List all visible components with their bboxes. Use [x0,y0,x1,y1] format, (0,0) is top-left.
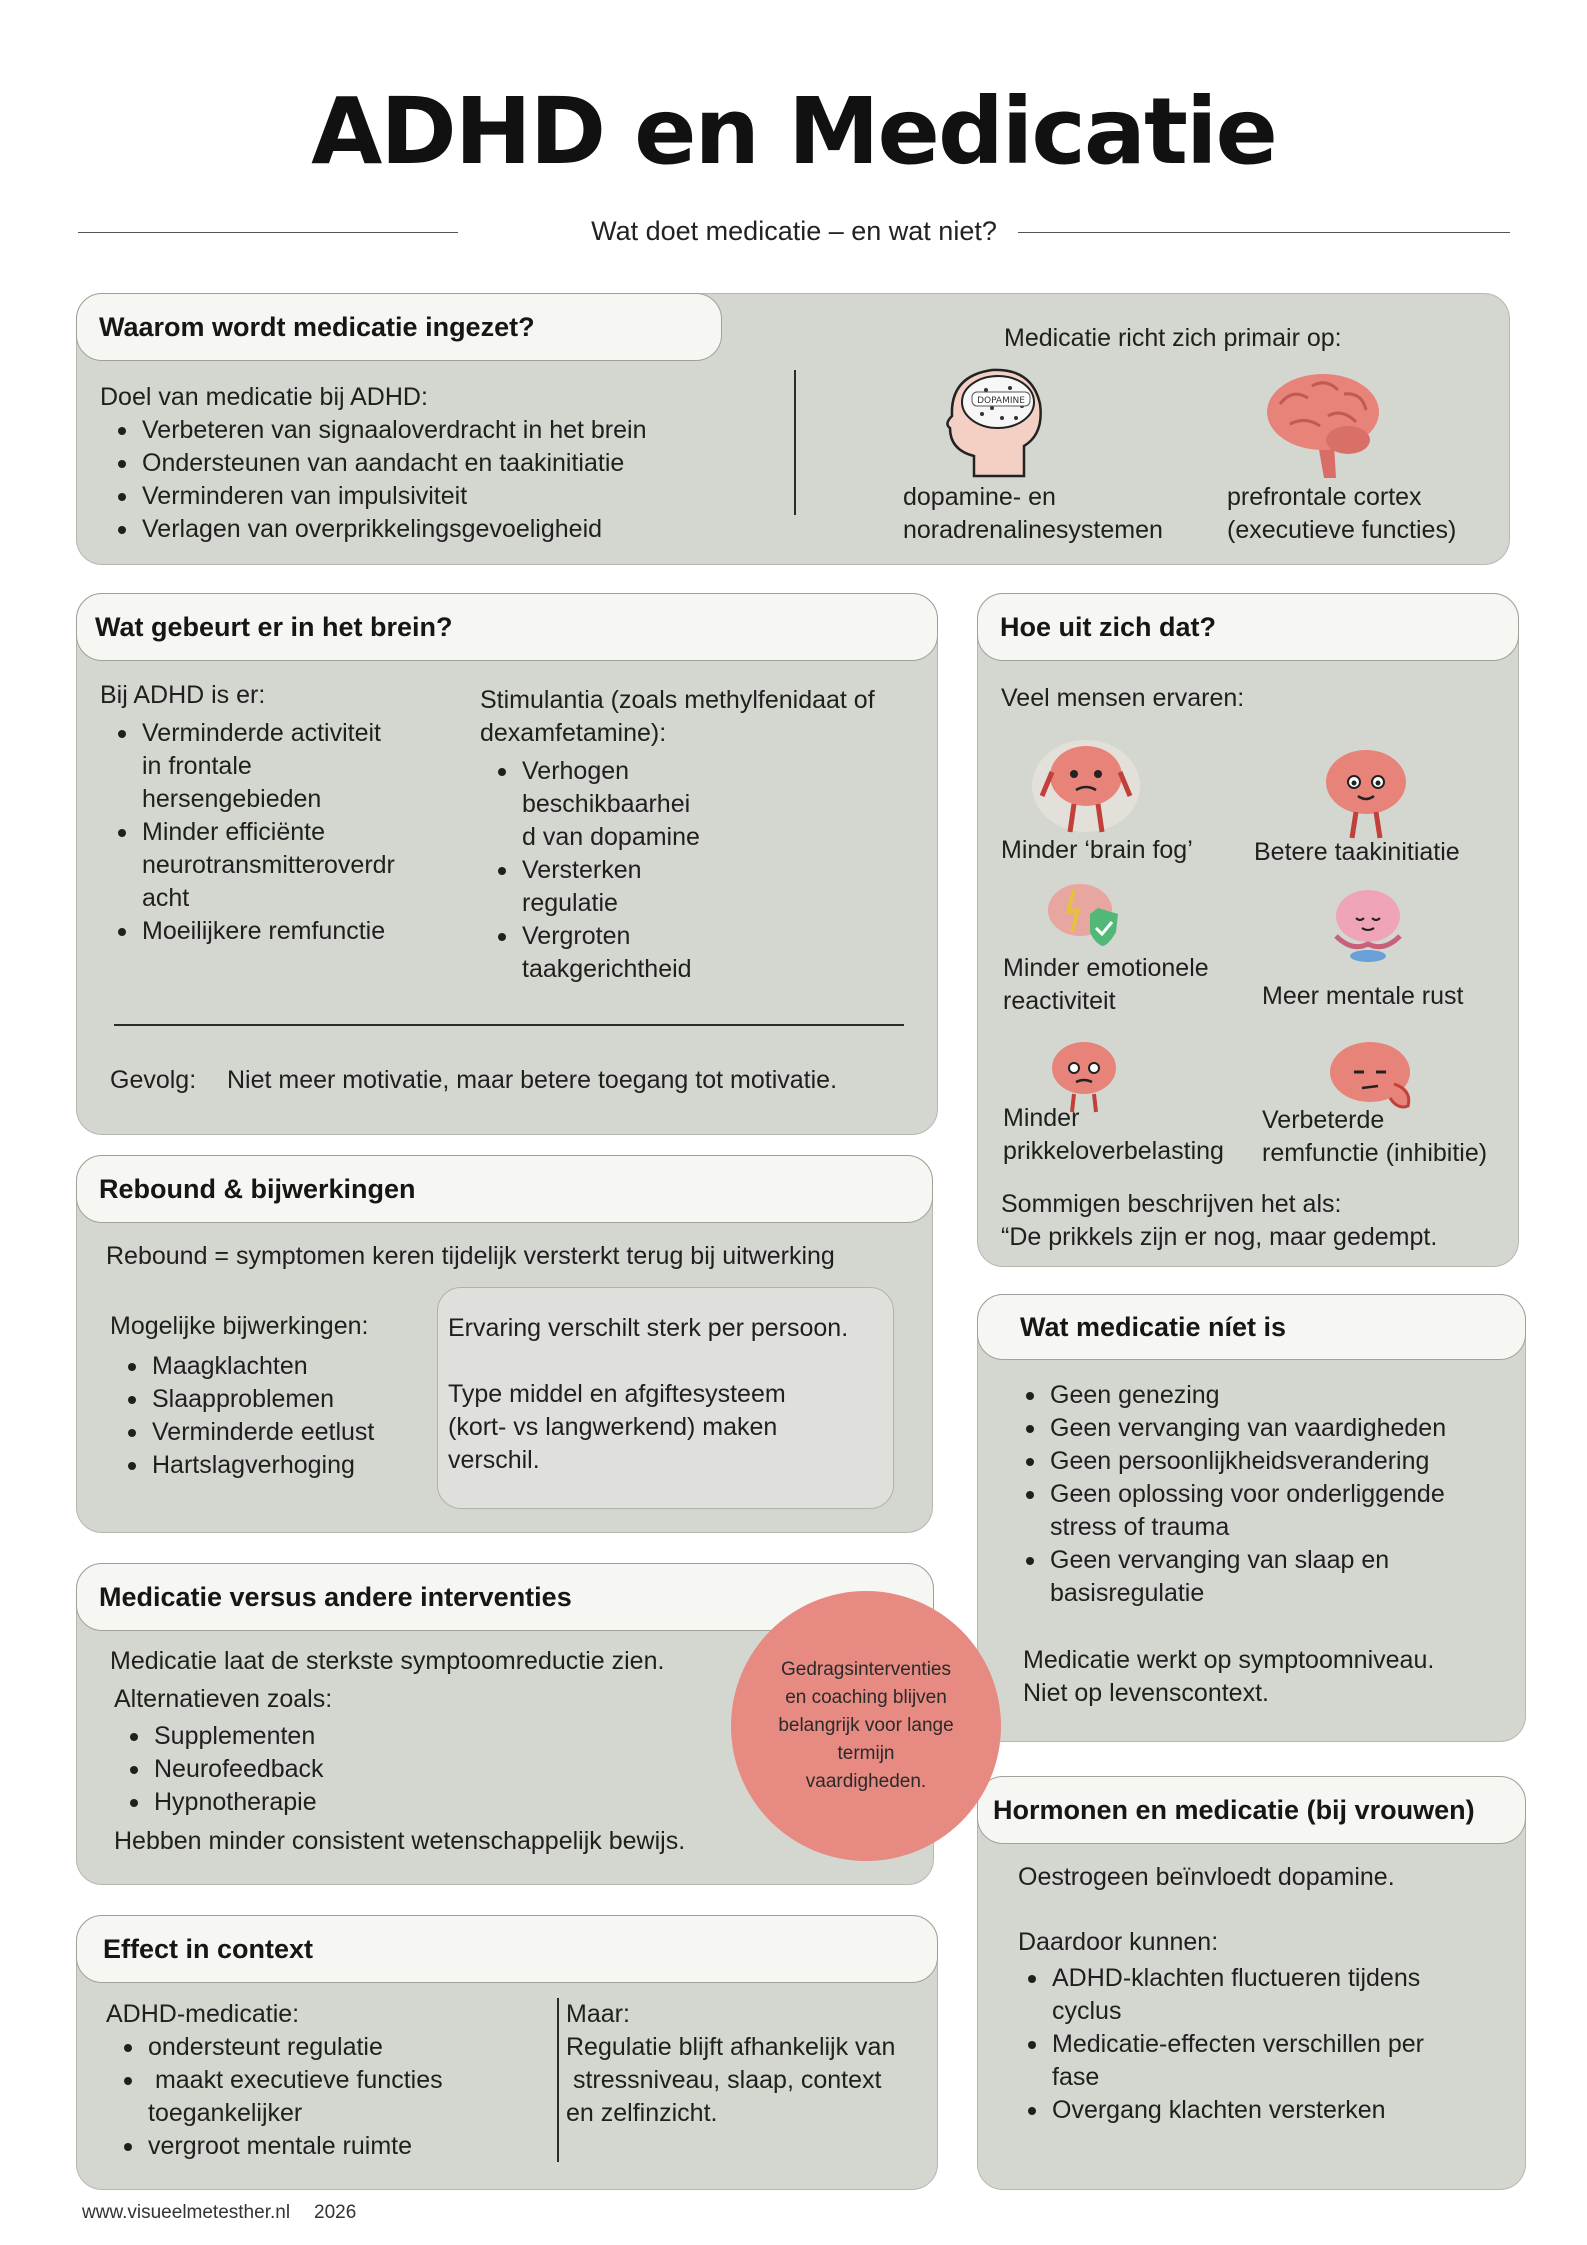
list-item: Geen vervanging van vaardigheden [1025,1412,1446,1445]
side-effects-list: Maagklachten Slaapproblemen Verminderde … [110,1350,374,1482]
head-dopamine-icon: DOPAMINE [946,368,1042,478]
not-heading: Wat medicatie níet is [977,1294,1526,1360]
alternatives-list: Supplementen Neurofeedback Hypnotherapie [112,1720,324,1819]
footer-year: 2026 [314,2202,357,2223]
not-conclusion: Medicatie werkt op symptoomniveau.Niet o… [1023,1646,1435,1707]
brain-result-text: Niet meer motivatie, maar betere toegang… [227,1066,838,1094]
target-cortex-label: prefrontale cortex (executieve functies) [1227,483,1457,544]
list-item: Supplementen [130,1720,324,1753]
context-divider [557,1998,559,2162]
brain-adhd-intro: Bij ADHD is er: [100,681,266,709]
rebound-note-box [437,1287,894,1509]
context-right-text: Regulatie blijft afhankelijk van stressn… [566,2033,896,2127]
list-item: Verbeteren van signaaloverdracht in het … [118,414,647,447]
versus-line-3: Hebben minder consistent wetenschappelij… [114,1827,686,1855]
subtitle-row: Wat doet medicatie – en wat niet? [78,212,1510,252]
list-item: Geen persoonlijkheidsverandering [1025,1445,1446,1478]
rebound-heading: Rebound & bijwerkingen [76,1155,933,1223]
list-item: Geen genezing [1025,1379,1446,1412]
foggy-brain-icon [1032,740,1140,833]
rebound-note-1: Ervaring verschilt sterk per persoon. [448,1314,849,1342]
why-divider [794,370,796,515]
list-item: vergroot mentale ruimte [124,2130,443,2163]
effects-intro: Veel mensen ervaren: [1001,684,1245,712]
why-intro: Doel van medicatie bij ADHD: [100,383,428,411]
effects-heading: Hoe uit zich dat? [977,593,1519,661]
list-item: Hartslagverhoging [127,1449,374,1482]
calm-brain-shield-icon [1048,884,1118,946]
why-heading: Waarom wordt medicatie ingezet? [76,293,722,361]
effect-label: Meer mentale rust [1262,982,1464,1010]
page-title: ADHD en Medicatie [311,78,1278,185]
side-effects-intro: Mogelijke bijwerkingen: [110,1312,369,1340]
meditating-brain-icon [1334,890,1402,962]
list-item: Moeilijkere remfunctie [118,915,482,948]
brain-divider [114,1024,904,1026]
rebound-definition: Rebound = symptomen keren tijdelijk vers… [106,1242,835,1270]
list-item: Verlagen van overprikkelingsgevoeligheid [118,513,647,546]
list-item: Ondersteunen van aandacht en taakinitiat… [118,447,647,480]
list-item: Verminderen van impulsiviteit [118,480,647,513]
list-item: Maagklachten [127,1350,374,1383]
page-subtitle: Wat doet medicatie – en wat niet? [591,216,997,246]
context-left-intro: ADHD-medicatie: [106,2000,300,2028]
hormones-line-1: Oestrogeen beïnvloedt dopamine. [1018,1863,1395,1891]
context-left-list: ondersteunt regulatie maakt executieve f… [106,2031,443,2163]
target-dopamine-label: dopamine- en noradrenalinesystemen [903,483,1163,544]
effect-label: Minder ‘brain fog’ [1001,836,1193,864]
list-item: Neurofeedback [130,1753,324,1786]
why-target-intro: Medicatie richt zich primair op: [1004,324,1342,352]
list-item: Hypnotherapie [130,1786,324,1819]
footer-site: www.visueelmetesther.nl [82,2202,291,2223]
not-card [977,1294,1526,1742]
hormones-card [977,1776,1526,2190]
brain-cortex-icon [1267,374,1379,478]
divider-right [1018,232,1510,233]
rebound-note-2: Type middel en afgiftesysteem(kort- vs l… [448,1380,786,1474]
list-item: Overgang klachten versterken [1028,2094,1424,2127]
list-item: ondersteunt regulatie [124,2031,443,2064]
brain-result-label: Gevolg: [110,1066,197,1094]
divider-left [78,232,458,233]
happy-brain-icon [1326,750,1406,839]
thinking-brain-icon [1330,1042,1411,1109]
context-heading: Effect in context [76,1915,938,1983]
dopamine-badge: DOPAMINE [977,396,1025,406]
why-goal-list: Verbeteren van signaaloverdracht in het … [100,414,647,546]
list-item: Verminderde eetlust [127,1416,374,1449]
effect-label: Betere taakinitiatie [1254,838,1460,866]
footer: www.visueelmetesther.nl 2026 [82,2202,356,2224]
context-right-intro: Maar: [566,2000,630,2028]
not-list: Geen genezing Geen vervanging van vaardi… [1008,1379,1446,1610]
brain-heading: Wat gebeurt er in het brein? [76,593,938,661]
hormones-line-2: Daardoor kunnen: [1018,1928,1219,1956]
list-item: Slaapproblemen [127,1383,374,1416]
brain-card [76,593,938,1135]
hormones-heading: Hormonen en medicatie (bij vrouwen) [977,1776,1526,1844]
relieved-brain-icon [1052,1042,1116,1113]
versus-line-2: Alternatieven zoals: [114,1685,333,1713]
versus-line-1: Medicatie laat de sterkste symptoomreduc… [110,1647,665,1675]
effects-quote: Sommigen beschrijven het als:“De prikkel… [1001,1190,1438,1251]
